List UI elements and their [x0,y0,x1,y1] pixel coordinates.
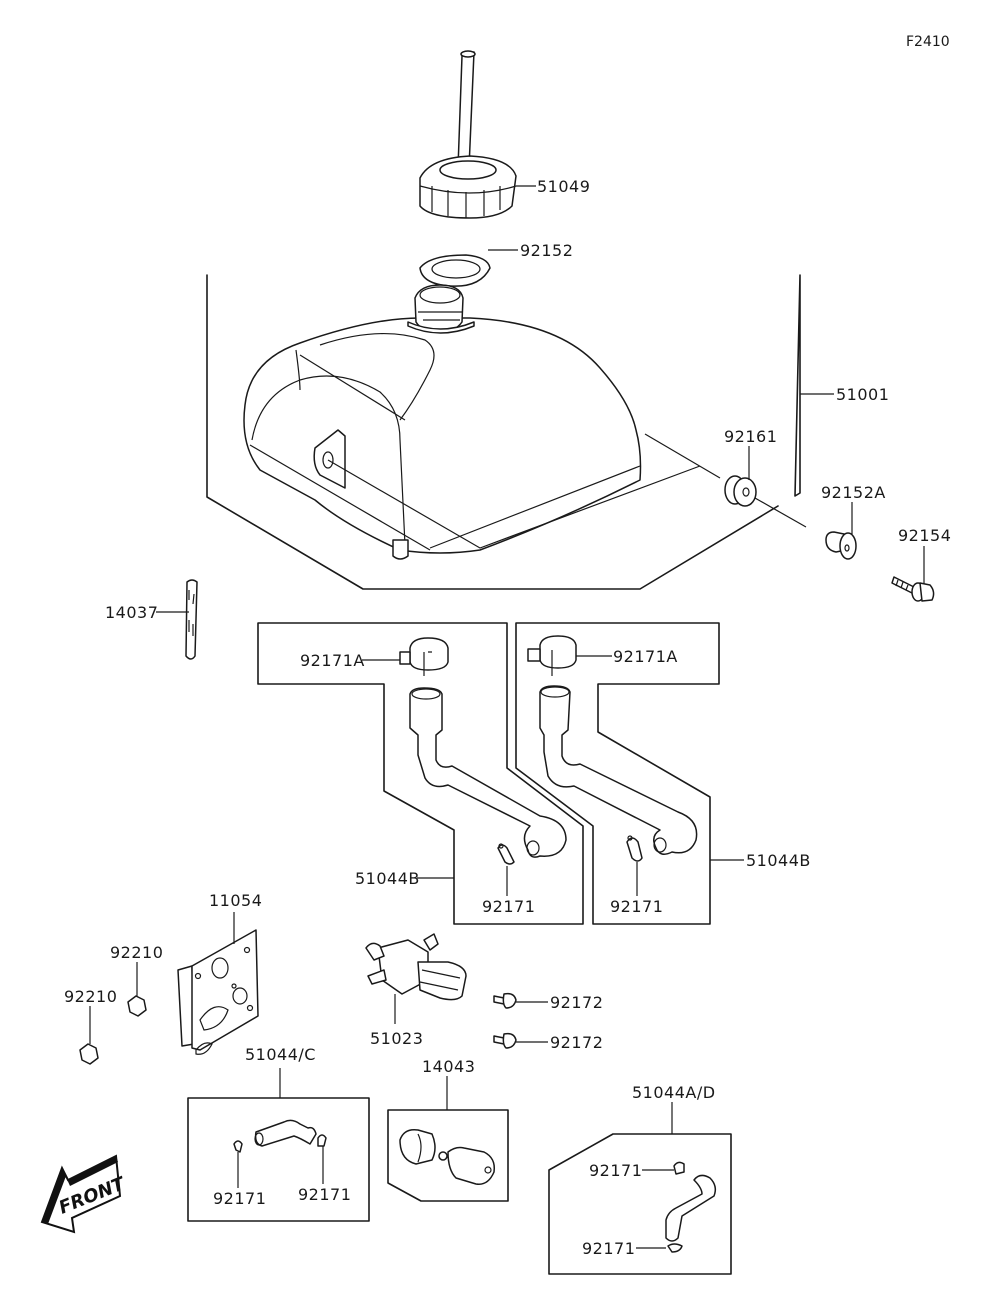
hose-c-clip-left[interactable] [233,1140,243,1153]
grommet[interactable] [724,475,757,507]
front-arrow-icon: FRONT [40,1154,129,1234]
clip-right[interactable] [626,835,643,862]
hose-left[interactable] [409,687,567,858]
label-14037: 14037 [105,603,158,622]
label-51044C: 51044/C [245,1045,316,1064]
label-92161: 92161 [724,427,777,446]
label-92154: 92154 [898,526,951,545]
nut-lower[interactable] [79,1043,99,1065]
label-92171-hose-ad-upper: 92171 [589,1161,642,1180]
label-92152: 92152 [520,241,573,260]
filter-bracket [387,1109,509,1202]
fuel-filter[interactable] [399,1128,496,1185]
fuel-cap-assembly[interactable] [419,50,517,219]
label-92171-hose-c-right: 92171 [298,1185,351,1204]
label-92210-lower: 92210 [64,987,117,1006]
label-51044AD: 51044A/D [632,1083,716,1102]
label-92171-left: 92171 [482,897,535,916]
collar[interactable] [825,531,857,560]
label-92172-lower: 92172 [550,1033,603,1052]
nut-upper[interactable] [127,995,147,1017]
label-92171A-left: 92171A [300,651,365,670]
bolt[interactable] [891,576,935,602]
label-92171A-right: 92171A [613,647,678,666]
hose-ad-clip-upper[interactable] [673,1161,685,1175]
label-92171-hose-c-left: 92171 [213,1189,266,1208]
label-51001: 51001 [836,385,889,404]
label-51044B-left: 51044B [355,869,420,888]
label-92171-right: 92171 [610,897,663,916]
screw-upper[interactable] [493,992,517,1009]
screw-lower[interactable] [493,1032,517,1049]
label-92172-upper: 92172 [550,993,603,1012]
hose-ad-clip-lower[interactable] [667,1243,683,1253]
hose-c-bracket [187,1097,370,1222]
fuel-tank[interactable] [243,284,721,560]
label-11054: 11054 [209,891,262,910]
breather-pipe[interactable] [185,579,198,660]
label-51049: 51049 [537,177,590,196]
hose-group-left-bracket [257,622,584,925]
label-51044B-right: 51044B [746,851,811,870]
hose-c-clip-right[interactable] [317,1134,327,1147]
hose-group-right-bracket [515,622,720,925]
clamp-right[interactable] [527,635,577,676]
clip-left[interactable] [497,843,515,865]
hose-ad-bracket [548,1133,732,1275]
hose-c[interactable] [254,1119,317,1147]
hose-ad[interactable] [665,1174,717,1242]
label-92152A: 92152A [821,483,886,502]
clamp-left[interactable] [399,637,449,676]
figure-id: F2410 [906,34,950,50]
hose-right[interactable] [539,685,698,855]
label-92210-upper: 92210 [110,943,163,962]
cap-gasket[interactable] [419,254,491,287]
label-51023: 51023 [370,1029,423,1048]
label-14043: 14043 [422,1057,475,1076]
tank-group-bracket [206,274,801,590]
fuel-cock[interactable] [365,933,467,1001]
label-92171-hose-ad-lower: 92171 [582,1239,635,1258]
bracket-plate[interactable] [177,929,259,1055]
